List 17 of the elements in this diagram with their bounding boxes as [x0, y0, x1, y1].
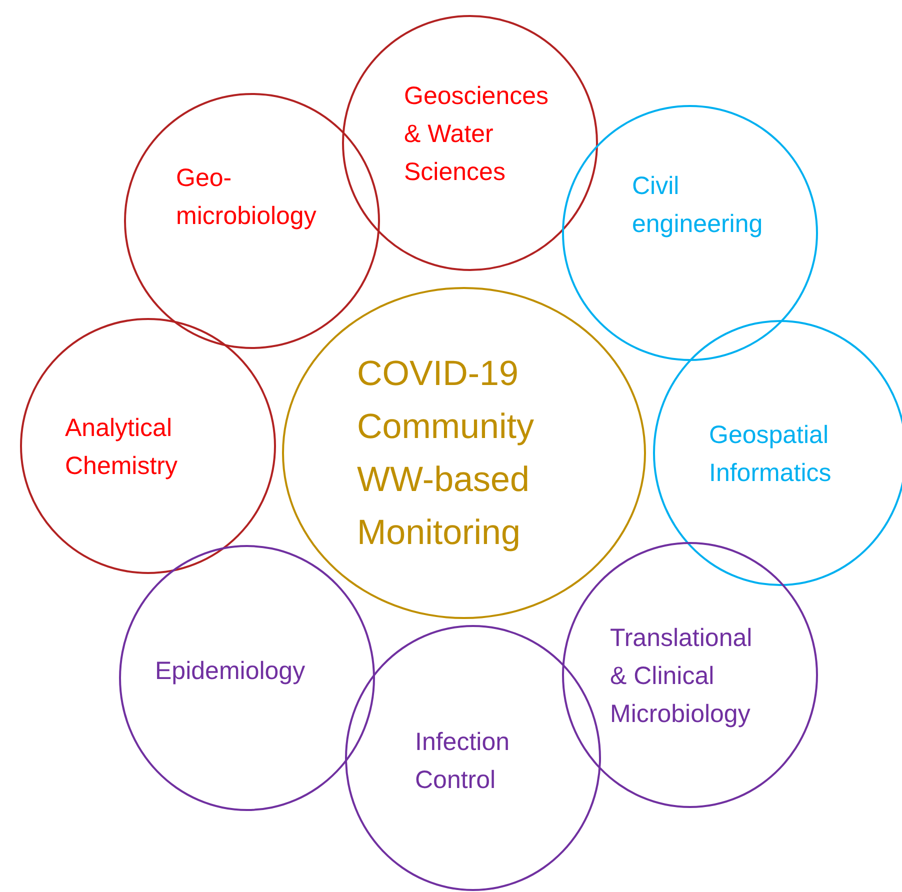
topic-circle [345, 625, 601, 891]
topic-circle [562, 105, 818, 361]
topic-label: Civil engineering [632, 171, 764, 240]
topic-label: Geo-microbiology [176, 163, 318, 232]
topic-label: Geospatial Informatics [709, 420, 832, 489]
topic-label: Analytical Chemistry [65, 413, 179, 482]
topic-label: Geosciences & Water Sciences [404, 81, 550, 188]
central-title: COVID-19 Community WW-based Monitoring [357, 353, 535, 554]
topic-circle [562, 542, 818, 808]
topic-label: Epidemiology [155, 656, 306, 687]
topic-label: Infection Control [415, 727, 511, 796]
topic-circle [653, 320, 902, 586]
topic-circle [124, 93, 380, 349]
topic-circle [342, 15, 598, 271]
central-ellipse [282, 287, 646, 619]
topic-label: Translational & Clinical Microbiology [610, 623, 754, 730]
topic-circle [20, 318, 276, 574]
